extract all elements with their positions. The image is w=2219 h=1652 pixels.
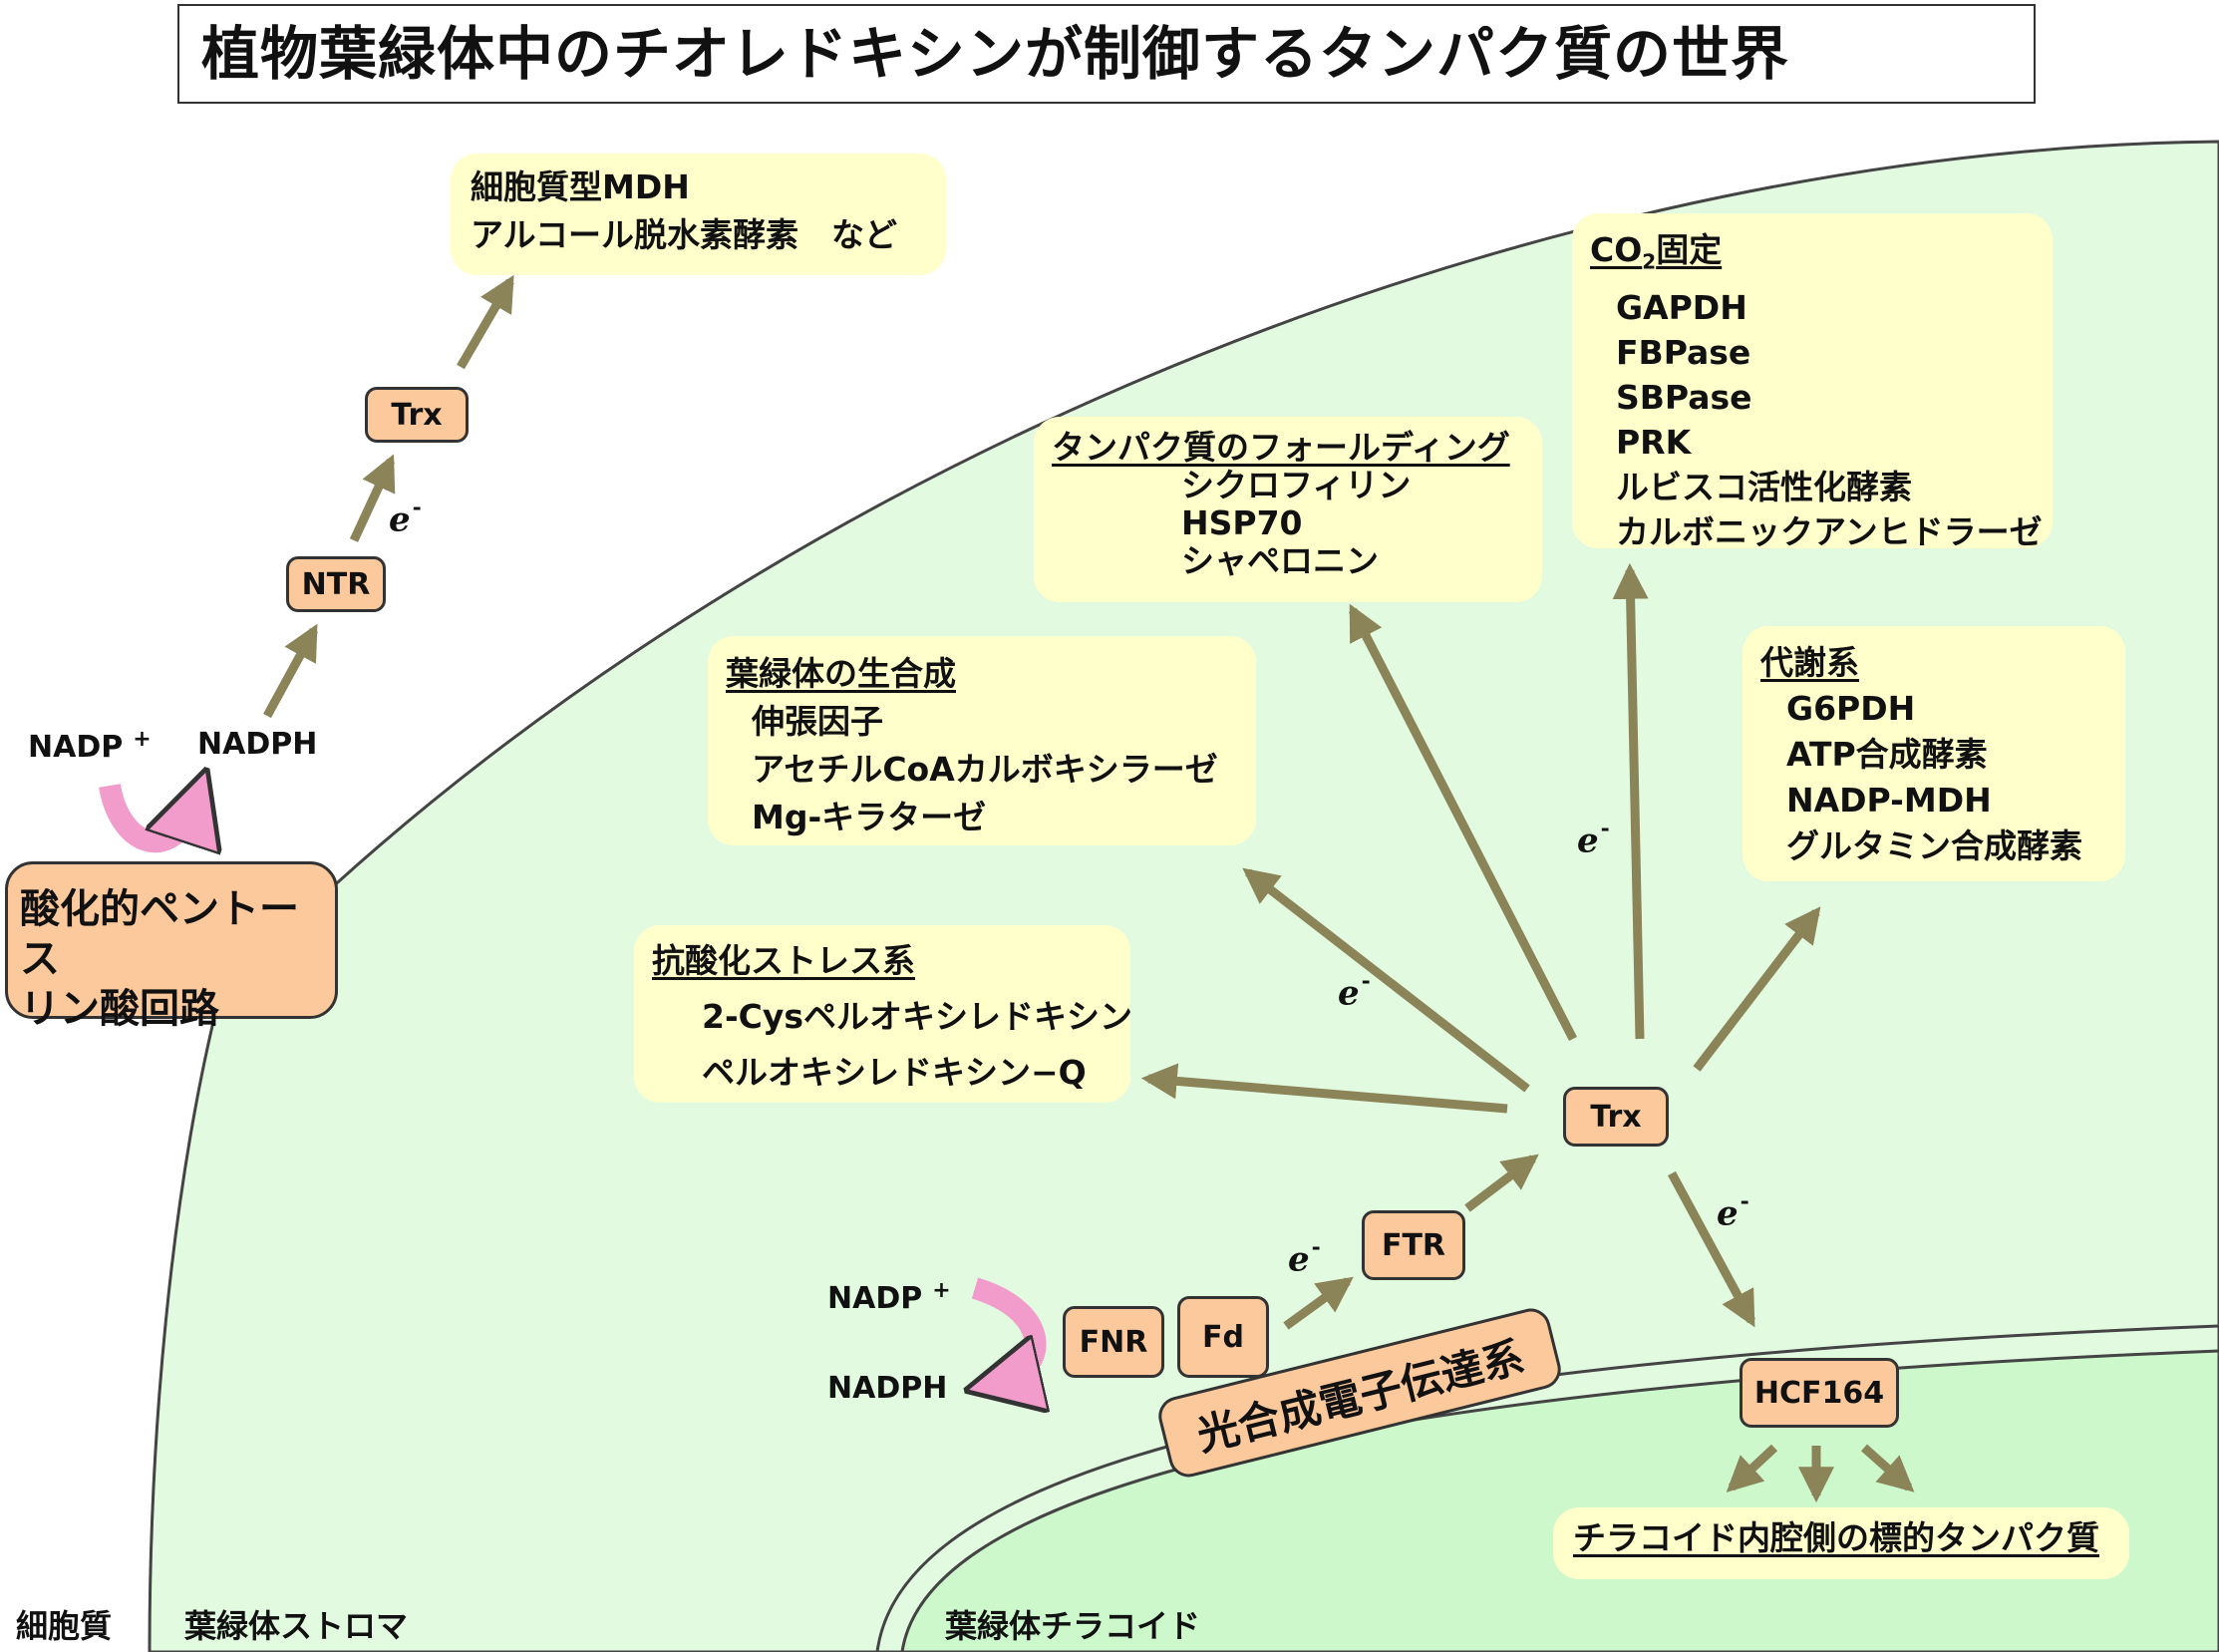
stroma-nadp-label: NADP+ [827,1278,951,1316]
region-thylakoid-label: 葉緑体チラコイド [945,1607,1201,1645]
cytosol-nadph-label: NADPH [197,727,318,762]
biogenesis-item: Mg-キラターゼ [752,798,987,836]
folding-item: シクロフィリン [1181,466,1412,504]
antioxidant-item: ペルオキシレドキシン−Q [702,1053,1087,1092]
folding-item: シャペロニン [1181,541,1379,580]
metabolism-item: グルタミン合成酵素 [1786,826,2082,865]
ntr-box: NTR [286,556,386,612]
arrow-nadph-to-ntr [263,623,318,719]
biogenesis-item: アセチルCoAカルボキシラーゼ [752,750,1218,789]
lumen-targets-box: チラコイド内腔側の標的タンパク質 [1553,1507,2129,1579]
arrow-ftr-to-trx [1464,1154,1539,1212]
co2-item: ルビスコ活性化酵素 [1616,467,1912,506]
arrow-trx-to-co2-fixation [1612,562,1649,1040]
antioxidant-item: 2-Cysペルオキシレドキシン [702,997,1133,1036]
hcf164-box: HCF164 [1740,1358,1899,1428]
protein-folding-box: タンパク質のフォールディング シクロフィリン HSP70 シャペロニン [1034,417,1542,602]
metabolism-item: NADP-MDH [1786,781,1992,820]
cytosol-nadp-label: NADP+ [28,727,152,765]
arrow-hcf164-left [1726,1444,1778,1492]
stroma-nadp-reduction-arrow [975,1277,1036,1384]
page-title: 植物葉緑体中のチオレドキシンが制御するタンパク質の世界 [177,4,2036,104]
region-cytoplasm-label: 細胞質 [16,1607,113,1645]
cytosol-targets-box: 細胞質型MDH アルコール脱水素酵素 など [451,154,946,275]
arrow-trx-to-biogenesis [1242,867,1530,1093]
arrow-trx-to-antioxidant [1140,1063,1508,1114]
biogenesis-heading: 葉緑体の生合成 [726,654,956,693]
metabolism-item: ATP合成酵素 [1786,735,1988,774]
electron-label: e- [1338,968,1371,1014]
co2-item: SBPase [1616,377,1752,417]
antioxidant-heading: 抗酸化ストレス系 [652,941,915,980]
stroma-trx-box: Trx [1563,1087,1669,1147]
arrow-fd-to-ftr [1283,1276,1354,1330]
biogenesis-item: 伸張因子 [752,702,883,741]
oxidative-pentose-phosphate-pathway: 酸化的ペントース リン酸回路 [5,861,338,1032]
region-stroma-label: 葉緑体ストロマ [184,1607,409,1645]
co2-item: FBPase [1616,332,1751,372]
co2-item: GAPDH [1616,287,1747,327]
co2-item: PRK [1616,422,1692,462]
electron-label: e- [1577,816,1610,861]
electron-label: e- [1288,1234,1321,1280]
co2-fixation-box: CO2固定 GAPDH FBPase SBPase PRK ルビスコ活性化酵素 … [1572,213,2053,551]
arrow-trx-to-metabolism [1693,906,1821,1072]
co2-item: カルボニックアンヒドラーゼ [1616,511,2043,551]
arrow-trx-to-cytosol-targets [457,274,514,370]
electron-label: e- [1717,1188,1749,1234]
protein-folding-heading: タンパク質のフォールディング [1052,428,1510,467]
chloroplast-biogenesis-box: 葉緑体の生合成 伸張因子 アセチルCoAカルボキシラーゼ Mg-キラターゼ [708,636,1256,845]
co2-fixation-heading: CO2固定 [1590,230,1723,274]
ftr-box: FTR [1362,1210,1465,1280]
antioxidant-stress-box: 抗酸化ストレス系 2-Cysペルオキシレドキシン ペルオキシレドキシン−Q [634,925,1133,1103]
arrow-trx-to-hcf164 [1668,1170,1755,1328]
cytosol-nadp-reduction-arrow [99,786,197,841]
metabolism-box: 代謝系 G6PDH ATP合成酵素 NADP-MDH グルタミン合成酵素 [1743,626,2125,881]
cytosol-trx-box: Trx [365,387,469,443]
stroma-nadph-label: NADPH [827,1371,948,1406]
arrow-hcf164-right [1861,1444,1915,1492]
metabolism-heading: 代謝系 [1760,643,1859,682]
folding-item: HSP70 [1181,503,1303,542]
arrow-trx-to-folding [1348,603,1578,1042]
fd-box: Fd [1177,1296,1269,1378]
cytosol-electron-label: e- [389,495,422,540]
metabolism-item: G6PDH [1786,689,1916,728]
arrow-ntr-to-trx [349,454,396,542]
fnr-box: FNR [1063,1306,1164,1378]
